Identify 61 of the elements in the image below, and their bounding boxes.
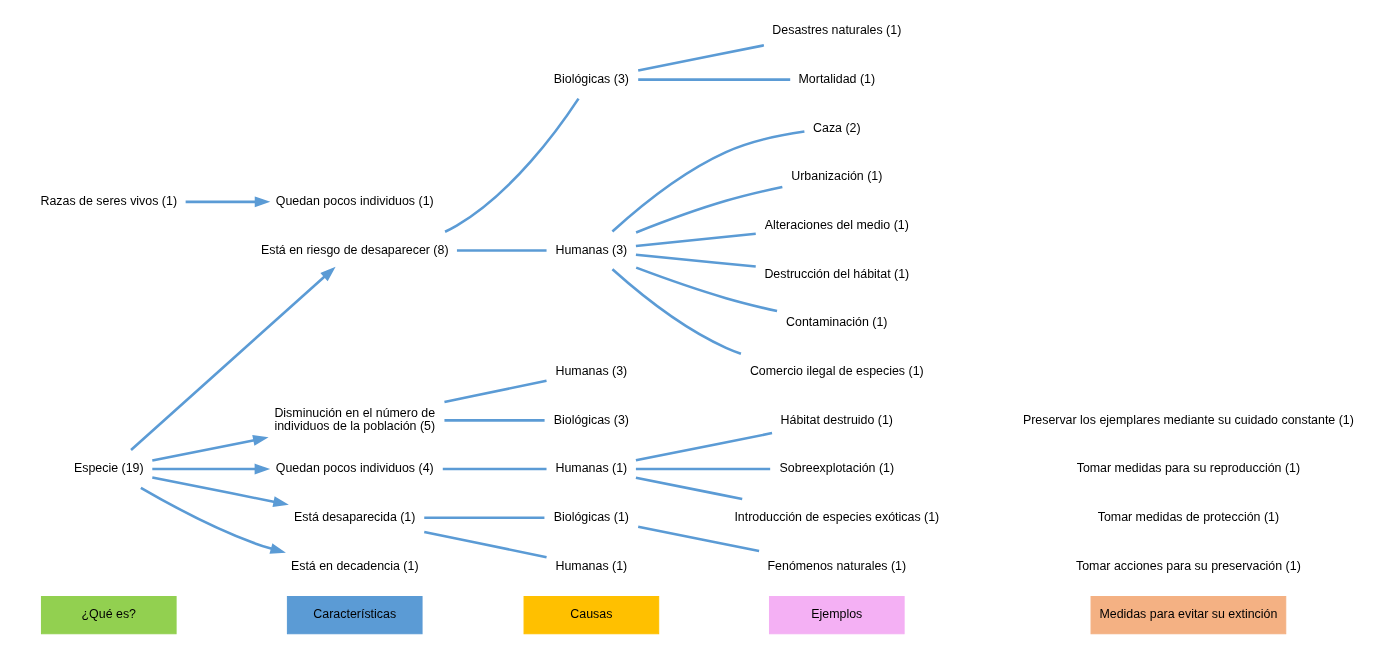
connector bbox=[637, 525, 760, 553]
node-text: Caza (2) bbox=[813, 120, 861, 135]
node-text: Urbanización (1) bbox=[791, 169, 883, 184]
node-text: Comercio ilegal de especies (1) bbox=[749, 363, 924, 378]
node-text: Hábitat destruido (1) bbox=[780, 412, 894, 427]
label: Tomar acciones para su preservación (1) bbox=[1076, 558, 1301, 573]
label: Tomar medidas para su reproducción (1) bbox=[1076, 461, 1301, 476]
node-text: Desastres naturales (1) bbox=[772, 23, 902, 38]
connector bbox=[635, 476, 743, 501]
node-text: Razas de seres vivos (1) bbox=[40, 194, 178, 209]
connector bbox=[635, 467, 771, 471]
connector bbox=[444, 379, 547, 404]
node-text: Introducción de especies exóticas (1) bbox=[734, 509, 940, 524]
arrow bbox=[152, 463, 271, 475]
node-text: Está desaparecida (1) bbox=[294, 509, 416, 524]
arrow bbox=[140, 486, 286, 554]
connector bbox=[637, 44, 765, 72]
node-text: Está en riesgo de desaparecer (8) bbox=[260, 242, 449, 257]
node-text: Sobreexplotación (1) bbox=[779, 461, 895, 476]
node-text: Humanas (3) bbox=[555, 242, 628, 257]
connector bbox=[611, 268, 742, 355]
node-text: Alteraciones del medio (1) bbox=[764, 217, 909, 232]
connector bbox=[635, 266, 778, 313]
node-text: Humanas (3) bbox=[555, 363, 628, 378]
node-text: Disminución en el número de individuos de la población (5) bbox=[274, 405, 436, 434]
node-text: Destrucción del hábitat (1) bbox=[764, 266, 910, 281]
node-box: Medidas para evitar su extinción bbox=[1090, 595, 1287, 635]
connector bbox=[611, 130, 805, 233]
node-text: Biológicas (3) bbox=[553, 71, 629, 86]
connector bbox=[444, 97, 580, 233]
node-box: Características bbox=[286, 595, 423, 635]
node-text: Humanas (1) bbox=[555, 558, 628, 573]
node-text: Biológicas (1) bbox=[553, 509, 629, 524]
arrow bbox=[130, 266, 336, 451]
connector bbox=[635, 185, 783, 234]
arrow bbox=[152, 435, 269, 462]
node-text: Quedan pocos individuos (1) bbox=[275, 194, 434, 209]
node-box: Causas bbox=[523, 595, 660, 635]
node-box: ¿Qué es? bbox=[40, 595, 177, 635]
connector bbox=[638, 78, 791, 81]
connector bbox=[442, 467, 547, 471]
arrow bbox=[152, 476, 289, 508]
node-box: Ejemplos bbox=[768, 595, 905, 635]
node-text: Biológicas (3) bbox=[553, 412, 629, 427]
node-text: Fenómenos naturales (1) bbox=[767, 558, 907, 573]
node-text: Contaminación (1) bbox=[786, 315, 888, 330]
connector bbox=[635, 253, 756, 268]
label: Tomar medidas de protección (1) bbox=[1097, 509, 1280, 524]
node-text: Mortalidad (1) bbox=[798, 71, 876, 86]
connector bbox=[635, 431, 773, 462]
connector bbox=[635, 232, 756, 248]
arrow bbox=[185, 196, 271, 208]
connector bbox=[424, 516, 545, 519]
node-text: Quedan pocos individuos (4) bbox=[275, 461, 434, 476]
label: Preservar los ejemplares mediante su cuidado constante (1) bbox=[1022, 412, 1354, 427]
connector bbox=[423, 530, 547, 559]
node-text: Especie (19) bbox=[73, 461, 144, 476]
connector bbox=[456, 249, 547, 252]
connector bbox=[444, 419, 545, 422]
node-text: Humanas (1) bbox=[555, 461, 628, 476]
node-text: Está en decadencia (1) bbox=[290, 558, 419, 573]
